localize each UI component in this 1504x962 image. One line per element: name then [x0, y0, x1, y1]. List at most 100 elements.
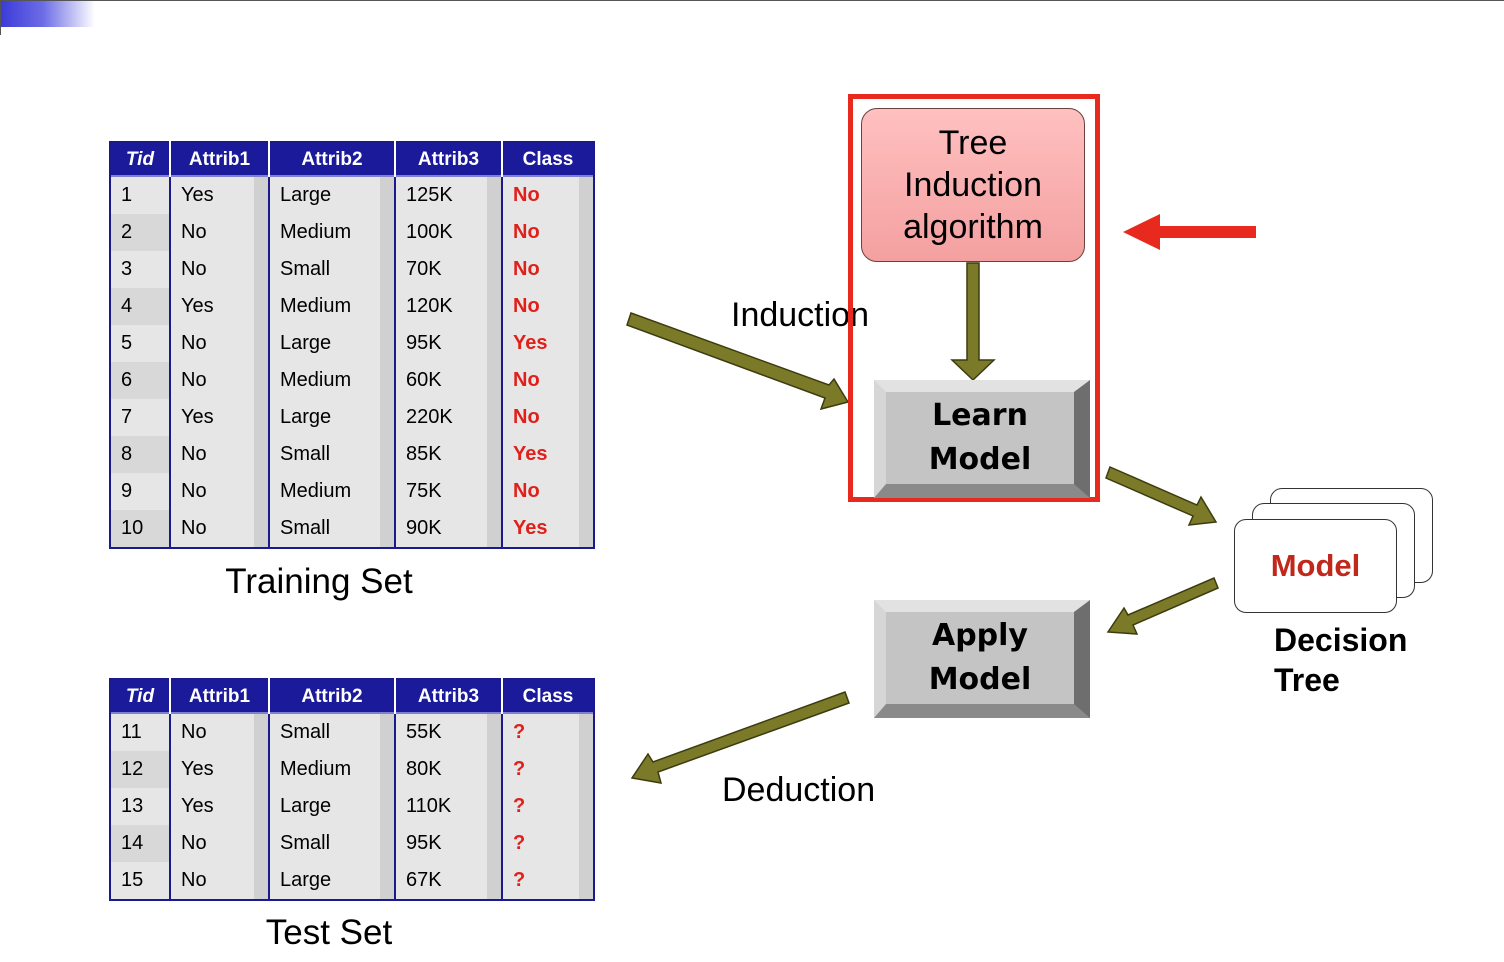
model-to-apply-arrow: [1106, 577, 1219, 635]
table-cell: Yes: [501, 510, 594, 548]
table-cell: ?: [501, 751, 594, 788]
table-cell: Yes: [501, 436, 594, 473]
table-cell: 95K: [394, 325, 502, 362]
table-cell: 6: [110, 362, 170, 399]
table-cell: Yes: [169, 288, 269, 325]
table-cell: 67K: [394, 862, 502, 900]
decision-tree-line-2: Tree: [1274, 662, 1340, 698]
column-header-class: Class: [501, 679, 594, 714]
learn-model-box: Learn Model: [874, 380, 1090, 498]
column-header-attrib2: Attrib2: [268, 679, 395, 714]
top-rule: [0, 0, 1504, 1]
table-cell: Medium: [268, 473, 395, 510]
decision-tree-line-1: Decision: [1274, 622, 1408, 658]
table-cell: 3: [110, 251, 170, 288]
table-cell: Medium: [268, 362, 395, 399]
algorithm-line-3: algorithm: [903, 208, 1043, 246]
table-cell: 75K: [394, 473, 502, 510]
table-cell: Large: [268, 862, 395, 900]
table-cell: 100K: [394, 214, 502, 251]
table-cell: ?: [501, 862, 594, 900]
decision-tree-label: Decision Tree: [1274, 620, 1407, 700]
table-cell: Large: [268, 325, 395, 362]
table-cell: 14: [110, 825, 170, 862]
table-cell: No: [169, 251, 269, 288]
test-set-caption: Test Set: [265, 913, 393, 952]
table-cell: ?: [501, 825, 594, 862]
table-cell: 220K: [394, 399, 502, 436]
column-header-attrib2: Attrib2: [268, 142, 395, 177]
table-cell: Yes: [169, 751, 269, 788]
column-header-tid: Tid: [110, 142, 170, 177]
table-cell: 1: [110, 177, 170, 214]
table-cell: Small: [268, 510, 395, 548]
table-cell: No: [169, 825, 269, 862]
table-cell: 2: [110, 214, 170, 251]
table-cell: No: [501, 362, 594, 399]
table-cell: No: [169, 362, 269, 399]
learn-model-line-2: Model: [928, 442, 1032, 477]
table-cell: 110K: [394, 788, 502, 825]
table-cell: 5: [110, 325, 170, 362]
table-cell: Large: [268, 177, 395, 214]
table-cell: No: [169, 214, 269, 251]
table-cell: Small: [268, 825, 395, 862]
induction-arrow: [626, 312, 850, 411]
table-cell: No: [169, 862, 269, 900]
column-header-tid: Tid: [110, 679, 170, 714]
table-cell: No: [169, 473, 269, 510]
table-cell: Large: [268, 399, 395, 436]
table-cell: 15: [110, 862, 170, 900]
deduction-arrow: [630, 691, 850, 784]
learn-model-line-1: Learn: [932, 398, 1028, 433]
column-header-attrib3: Attrib3: [394, 679, 502, 714]
red-pointer-arrow: [1123, 214, 1256, 250]
table-cell: 70K: [394, 251, 502, 288]
learn-to-model-arrow: [1105, 465, 1218, 526]
table-cell: No: [169, 325, 269, 362]
highlight-frame: [848, 94, 1100, 502]
table-cell: Medium: [268, 214, 395, 251]
table-cell: 10: [110, 510, 170, 548]
tree-induction-algorithm-box: Tree Induction algorithm: [861, 108, 1085, 262]
table-header-row: Tid Attrib1 Attrib2 Attrib3 Class: [110, 142, 594, 177]
table-cell: 9: [110, 473, 170, 510]
table-cell: Medium: [268, 288, 395, 325]
table-cell: Yes: [169, 788, 269, 825]
table-cell: 80K: [394, 751, 502, 788]
table-cell: Large: [268, 788, 395, 825]
algorithm-line-1: Tree: [938, 124, 1008, 162]
table-cell: No: [501, 288, 594, 325]
table-cell: 4: [110, 288, 170, 325]
table-cell: ?: [501, 714, 594, 751]
table-cell: No: [501, 399, 594, 436]
table-cell: Yes: [501, 325, 594, 362]
table-cell: 60K: [394, 362, 502, 399]
table-cell: 85K: [394, 436, 502, 473]
table-cell: 90K: [394, 510, 502, 548]
table-cell: No: [501, 473, 594, 510]
table-cell: Small: [268, 714, 395, 751]
table-cell: Medium: [268, 751, 395, 788]
table-cell: 11: [110, 714, 170, 751]
corner-gradient-band: [0, 0, 95, 27]
algorithm-to-learn-arrow: [950, 262, 996, 382]
table-cell: No: [501, 177, 594, 214]
table-cell: 7: [110, 399, 170, 436]
table-cell: 12: [110, 751, 170, 788]
table-cell: Small: [268, 251, 395, 288]
column-header-attrib3: Attrib3: [394, 142, 502, 177]
